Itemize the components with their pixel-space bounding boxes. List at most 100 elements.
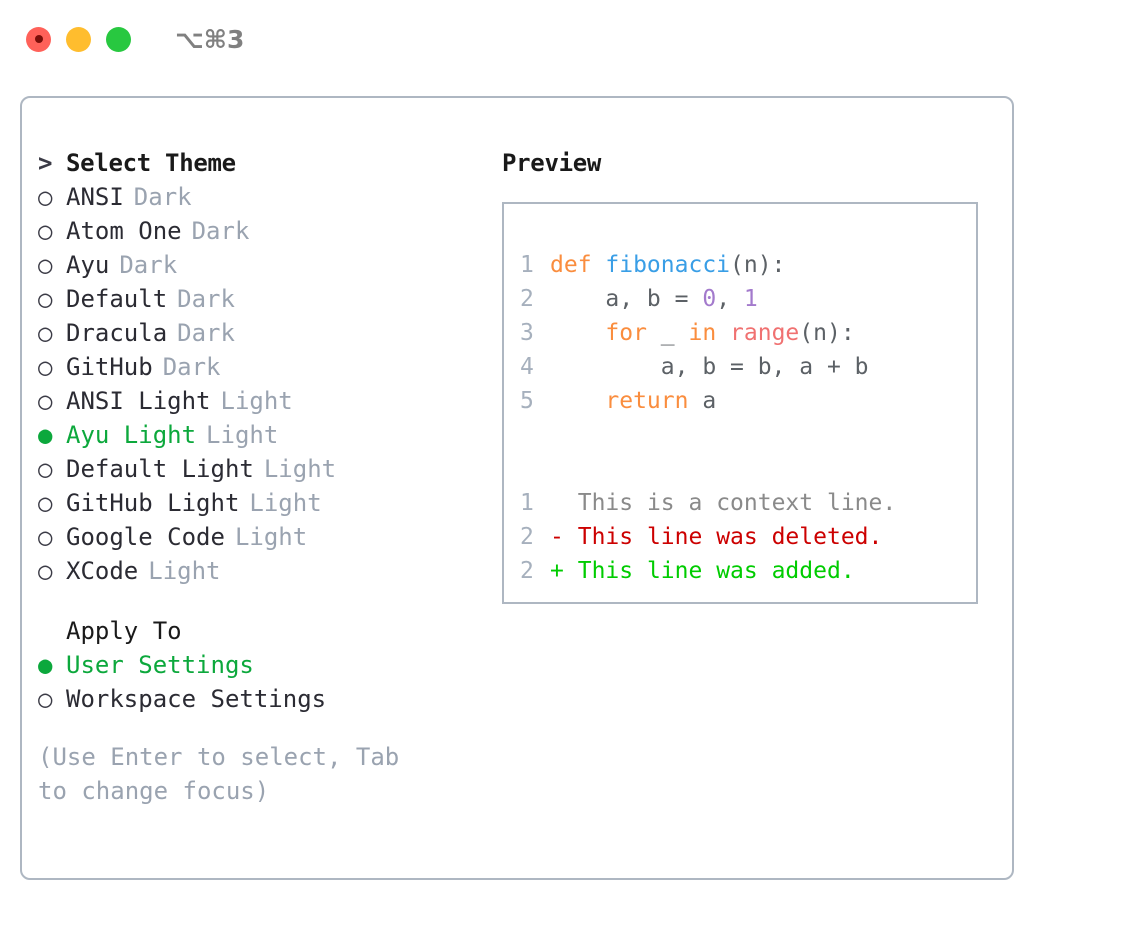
theme-option-xcode[interactable]: ○ XCode Light [38,554,478,588]
code-token: fibonacci [605,252,731,278]
theme-variant: Dark [191,217,250,245]
theme-variant: Light [263,455,337,483]
diff-line-added: 2 + This line was added. [520,554,976,588]
theme-option-ayu-light[interactable]: ● Ayu Light Light [38,418,478,452]
code-token: , [716,286,744,312]
theme-variant: Light [249,489,322,517]
code-token: 0 [702,286,717,312]
line-number: 3 [520,320,534,346]
code-token: (n): [799,320,855,346]
theme-selector-pane: > Select Theme ○ ANSI Dark ○ Atom One Da… [38,146,478,808]
theme-option-default[interactable]: ○ Default Dark [38,282,478,316]
theme-option-ayu[interactable]: ○ Ayu Dark [38,248,478,282]
keyboard-hint-text: (Use Enter to select, Tab to change focu… [38,743,400,805]
radio-selected-icon: ● [38,651,53,679]
code-token: a, b = b, a + b [550,354,869,380]
code-token: in [688,320,717,346]
radio-unselected-icon: ○ [38,353,53,381]
preview-title: Preview [502,149,602,177]
theme-variant: Light [220,387,293,415]
apply-to-workspace-settings[interactable]: ○ Workspace Settings [38,682,478,716]
theme-variant: Light [206,421,279,449]
diff-text: This line was deleted. [577,524,883,550]
code-token: range [730,320,800,346]
radio-unselected-icon: ○ [38,319,53,347]
line-number: 5 [520,388,534,414]
preview-pane: Preview 1 def fibonacci(n): 2 a, b = 0, … [502,146,1002,604]
line-number: 1 [520,252,534,278]
radio-unselected-icon: ○ [38,217,53,245]
code-token: def [550,252,606,278]
theme-option-github[interactable]: ○ GitHub Dark [38,350,478,384]
theme-name: Ayu [66,251,110,279]
window-controls [26,26,131,52]
theme-variant: Dark [162,353,221,381]
theme-name: Atom One [66,217,182,245]
list-gap [38,588,478,614]
theme-variant: Light [148,557,221,585]
diff-sign: - [550,524,564,550]
code-token: for [605,320,647,346]
code-line: 2 a, b = 0, 1 [520,282,976,316]
diff-sign [550,486,564,520]
line-number: 4 [520,354,534,380]
dialog-frame: > Select Theme ○ ANSI Dark ○ Atom One Da… [20,96,1014,880]
theme-variant: Light [234,523,308,551]
theme-option-default-light[interactable]: ○ Default Light Light [38,452,478,486]
theme-option-ansi-light[interactable]: ○ ANSI Light Light [38,384,478,418]
theme-option-ansi[interactable]: ○ ANSI Dark [38,180,478,214]
theme-name: Dracula [66,319,168,347]
diff-line-deleted: 2 - This line was deleted. [520,520,976,554]
code-line: 3 for _ in range(n): [520,316,976,350]
apply-to-label: User Settings [66,651,254,679]
code-token [550,316,605,350]
code-token: return [605,388,689,414]
radio-unselected-icon: ○ [38,557,53,585]
line-number: 1 [520,490,534,516]
code-token: 1 [743,286,758,312]
theme-name: Ayu Light [66,421,197,449]
theme-variant: Dark [177,285,235,313]
maximize-window-button[interactable] [106,26,131,52]
line-number: 2 [520,558,534,584]
preview-box: 1 def fibonacci(n): 2 a, b = 0, 1 3 for … [502,202,978,604]
code-line: 5 return a [520,384,976,418]
keyboard-shortcut-label: ⌥⌘3 [175,24,245,54]
theme-name: GitHub [66,353,153,381]
theme-option-github-light[interactable]: ○ GitHub Light Light [38,486,478,520]
theme-name: ANSI [66,183,124,211]
code-blank-line [520,418,976,452]
theme-name: Default Light [66,455,254,483]
apply-to-user-settings[interactable]: ● User Settings [38,648,478,682]
theme-option-dracula[interactable]: ○ Dracula Dark [38,316,478,350]
code-line: 4 a, b = b, a + b [520,350,976,384]
select-theme-title: Select Theme [66,149,236,177]
theme-name: Default [66,285,168,313]
radio-unselected-icon: ○ [38,285,53,313]
line-number: 2 [520,524,534,550]
theme-option-google-code[interactable]: ○ Google Code Light [38,520,478,554]
code-token: (n): [730,252,786,278]
theme-variant: Dark [133,183,192,211]
diff-line-context: 1 This is a context line. [520,486,976,520]
radio-selected-icon: ● [38,421,53,449]
theme-name: ANSI Light [66,387,211,415]
title-bar: ⌥⌘3 [0,0,1140,78]
diff-sign: + [550,558,564,584]
diff-text: This line was added. [577,558,855,584]
close-window-button[interactable] [26,26,51,52]
theme-variant: Dark [119,251,178,279]
radio-unselected-icon: ○ [38,251,53,279]
theme-option-atom-one[interactable]: ○ Atom One Dark [38,214,478,248]
apply-to-header: Apply To [66,617,182,645]
line-number: 2 [520,286,534,312]
code-line: 1 def fibonacci(n): [520,248,976,282]
code-token [716,316,730,350]
radio-unselected-icon: ○ [38,183,53,211]
code-token: _ [646,320,689,346]
apply-to-label: Workspace Settings [66,685,327,713]
radio-unselected-icon: ○ [38,489,53,517]
prompt-caret-icon: > [38,149,53,177]
minimize-window-button[interactable] [66,26,91,52]
